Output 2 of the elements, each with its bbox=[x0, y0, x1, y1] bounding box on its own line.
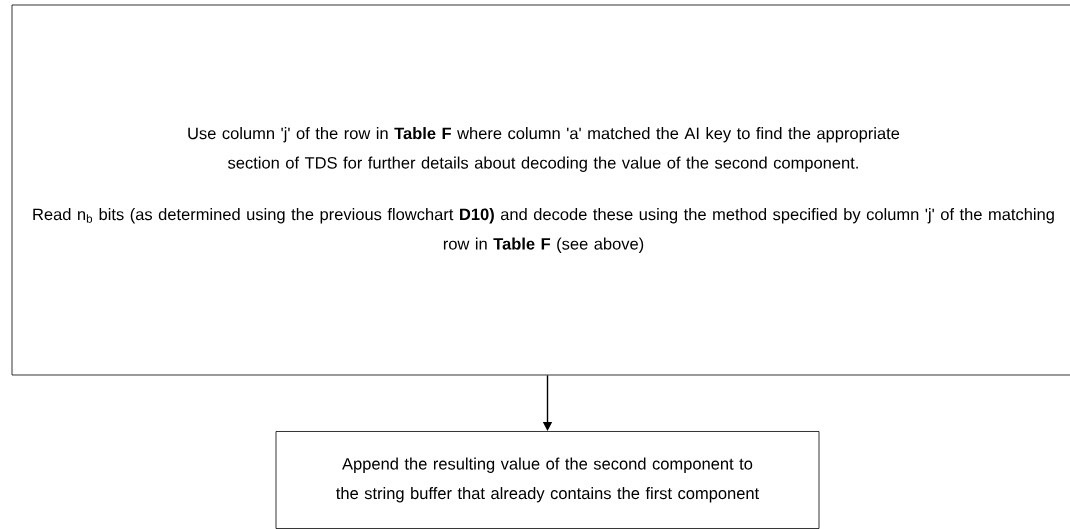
process-box: Use column 'j' of the row in Table F where column 'a' matched the AI key to find the appropriate section of TDS for further details about decoding the value of the second component. Read n$_{b}$ bits (as determined using the previous flowchart D10) and decode these using the method specified by column 'j' of the matching row in Table F (see above) bbox=[11, 4, 1070, 376]
process-box: Append the resulting value of the second component to the string buffer that already contains the first component bbox=[275, 431, 820, 529]
